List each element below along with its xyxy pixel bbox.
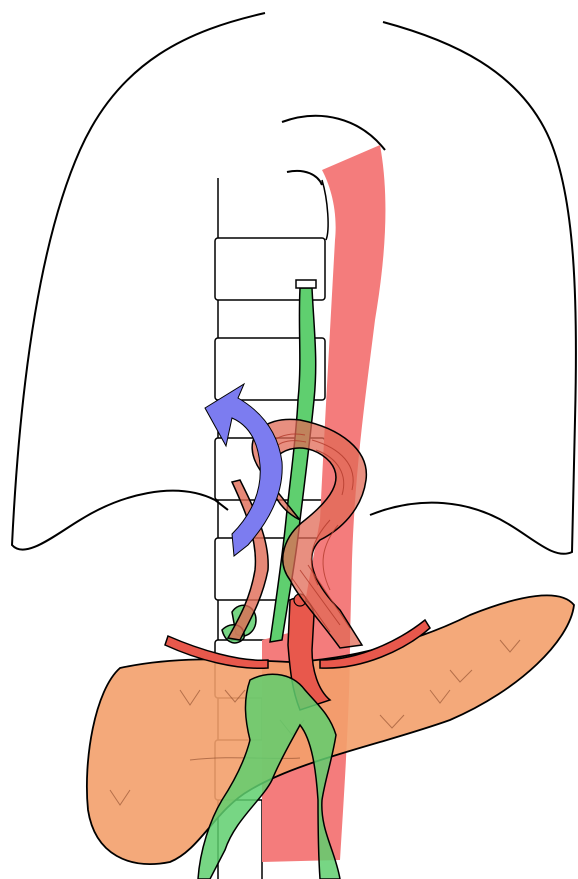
- right-lung-outline: [370, 22, 576, 554]
- inner-curve: [287, 171, 322, 185]
- esophagus-clamp: [296, 280, 316, 288]
- upper-mediastinum-curve: [282, 116, 385, 150]
